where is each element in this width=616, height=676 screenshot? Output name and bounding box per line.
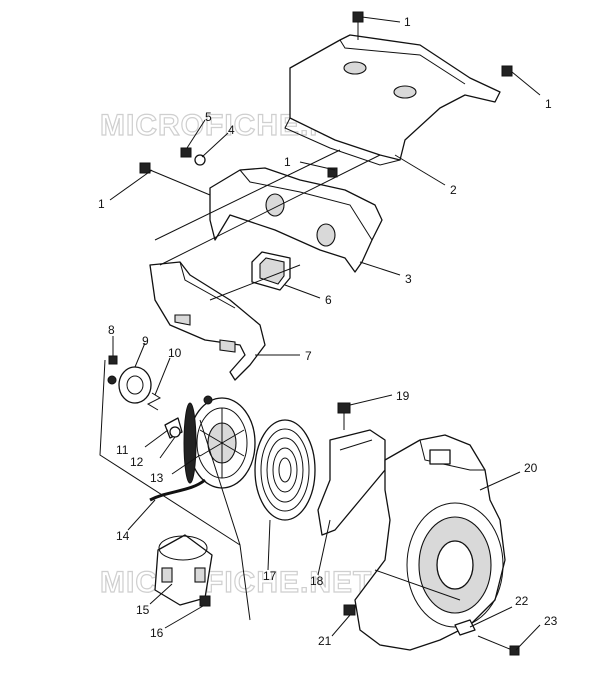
callout-17: 17: [263, 569, 277, 583]
part-13-recoil-reel: [183, 395, 256, 489]
part-21-nut: [343, 604, 356, 616]
part-18-housing-bracket: [317, 429, 386, 536]
callout-16: 16: [150, 626, 164, 640]
callout-1-mid: 1: [284, 155, 291, 169]
part-2-upper-shroud: [284, 34, 501, 166]
callout-21: 21: [318, 634, 332, 648]
callout-3: 3: [405, 272, 412, 286]
part-15-starter-cup: [154, 534, 213, 606]
part-14-rope: [149, 478, 206, 502]
part-23-screw: [477, 635, 520, 656]
callout-13: 13: [150, 471, 164, 485]
callout-5: 5: [205, 110, 212, 124]
callout-22: 22: [515, 594, 529, 608]
bolt-1-right: [501, 65, 513, 77]
part-17-recoil-spring: [254, 419, 316, 521]
assembly-lines: [99, 149, 461, 621]
callout-8: 8: [108, 323, 115, 337]
callout-6: 6: [325, 293, 332, 307]
part-4-washer: [194, 154, 206, 166]
callout-1-left: 1: [98, 197, 105, 211]
callout-11: 11: [116, 443, 129, 457]
bolt-1-mid: [327, 167, 338, 178]
callout-20: 20: [524, 461, 538, 475]
part-3-bracket-plate: [209, 167, 383, 273]
callout-10: 10: [168, 346, 182, 360]
part-22-spacer: [454, 619, 476, 636]
part-19-bolt: [337, 402, 351, 430]
callout-2: 2: [450, 183, 457, 197]
part-20-blower-housing: [354, 434, 506, 651]
callout-1-top: 1: [404, 15, 411, 29]
watermark-bottom: MICROFICHE.NET: [100, 566, 372, 599]
callout-23: 23: [544, 614, 558, 628]
callout-18: 18: [310, 574, 324, 588]
callout-7: 7: [305, 349, 312, 363]
callout-4: 4: [228, 123, 235, 137]
part-8-nut: [108, 355, 118, 365]
callout-14: 14: [116, 529, 130, 543]
part-7-lower-bracket: [149, 261, 266, 381]
part-5-nut: [180, 147, 192, 158]
callout-1-right: 1: [545, 97, 552, 111]
part-9-pulley: [107, 366, 152, 404]
part-16-bolt: [199, 595, 211, 607]
callout-15: 15: [136, 603, 150, 617]
bolt-1-left: [139, 162, 151, 174]
part-11-12-pawl: [164, 417, 183, 439]
callout-numbers: 1 1 1 1 2 3 4 5 6 7 8 9 10 11 12 13 14 1…: [98, 15, 558, 648]
leader-lines: [109, 16, 541, 651]
part-10-clip: [146, 392, 162, 411]
callout-9: 9: [142, 334, 149, 348]
callout-12: 12: [130, 455, 144, 469]
bolt-1-top: [352, 11, 364, 23]
callout-19: 19: [396, 389, 410, 403]
